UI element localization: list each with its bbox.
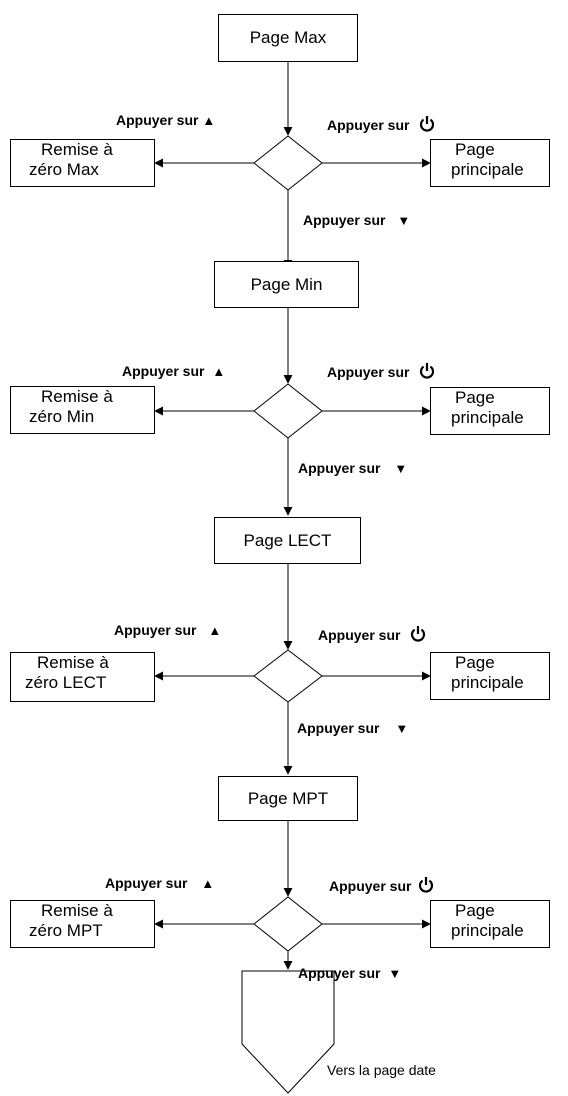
decision-diamond [253,135,323,191]
press-down-label: Appuyer sur ▼ [298,965,402,981]
up-arrow-icon: ▲ [201,876,215,891]
page-lect-box: Page LECT [214,517,361,564]
reset-max-box: Remise à zéro Max [10,139,155,187]
press-down-label: Appuyer sur ▼ [297,720,409,736]
down-arrow-icon: ▼ [394,461,408,476]
press-down-label: Appuyer sur ▼ [298,460,408,476]
press-power-label: Appuyer sur [329,876,434,894]
press-up-label: Appuyer sur ▲ [116,112,216,128]
offpage-label: Vers la page date [327,1062,436,1078]
power-icon [420,363,435,379]
press-power-label: Appuyer sur [318,625,426,643]
power-icon [411,626,426,642]
offpage-connector [241,970,335,1094]
press-power-label: Appuyer sur [327,362,435,380]
power-icon [420,116,435,132]
page-max-box: Page Max [218,14,358,62]
page-title: Page Max [249,28,327,47]
page-title: Page Min [250,274,323,294]
up-arrow-icon: ▲ [212,364,226,379]
reset-lect-box: Remise à zéro LECT [10,652,155,702]
power-icon [419,877,434,893]
press-up-label: Appuyer sur ▲ [114,622,222,638]
press-up-label: Appuyer sur ▲ [122,363,226,379]
down-arrow-icon: ▼ [395,721,409,736]
decision-diamond [253,896,323,952]
reset-min-box: Remise à zéro Min [10,386,155,434]
page-mpt-box: Page MPT [218,776,358,821]
decision-diamond [253,383,323,439]
page-min-box: Page Min [214,261,359,308]
up-arrow-icon: ▲ [208,623,222,638]
press-up-label: Appuyer sur ▲ [105,875,215,891]
down-arrow-icon: ▼ [388,966,402,981]
reset-mpt-box: Remise à zéro MPT [10,900,155,948]
up-arrow-icon: ▲ [202,113,216,128]
page-title: Page MPT [247,788,329,808]
down-arrow-icon: ▼ [397,213,411,228]
press-power-label: Appuyer sur [327,115,435,133]
page-title: Page LECT [243,530,332,550]
main-page-box: Page principale [430,652,550,700]
main-page-box: Page principale [430,900,550,948]
decision-diamond [253,649,323,703]
main-page-box: Page principale [430,387,550,435]
press-down-label: Appuyer sur ▼ [303,212,411,228]
main-page-box: Page principale [430,139,550,187]
